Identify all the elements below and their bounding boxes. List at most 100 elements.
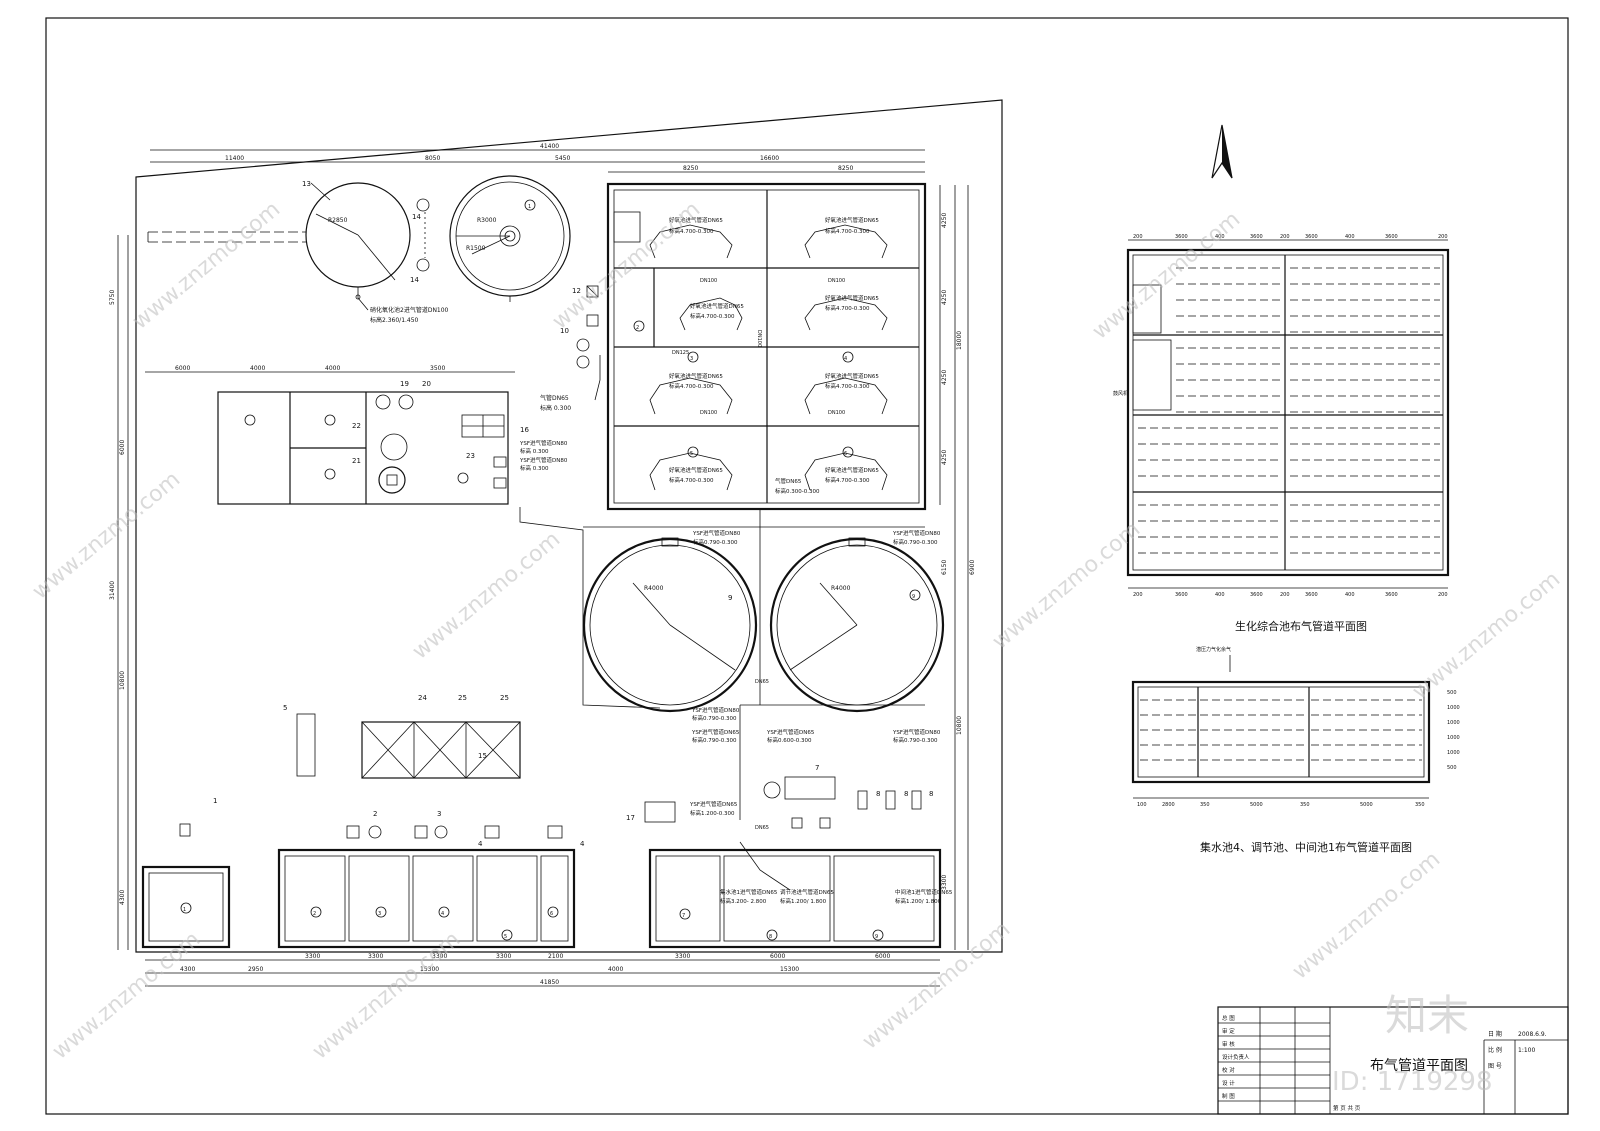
tb-right-3: 图 号: [1488, 1063, 1502, 1070]
circle-c5b: 5: [504, 934, 507, 940]
plan2-rdim: 1000: [1447, 735, 1460, 741]
plan2-rdim: 1000: [1447, 705, 1460, 711]
bio-tank: 2 3 4 5 6 好氧池进气管道DN65 标高4.700-0.300 好氧池进…: [606, 182, 927, 511]
aer-4: 好氧池进气管道DN65: [825, 294, 879, 302]
plan2-rdim: 1000: [1447, 750, 1460, 756]
pipe-ysf2-elev: 标高 0.300: [520, 464, 549, 472]
label-25a: 25: [458, 694, 467, 702]
plan-dim-bot: 3600: [1385, 592, 1398, 598]
ysf-c: YSF进气管道DN80: [691, 706, 740, 714]
dim-mid-4: 3500: [430, 365, 445, 372]
wm-id: ID: 1719298: [1332, 1067, 1493, 1097]
wm-url-2: www.znzmo.com: [28, 467, 185, 605]
aer-2: 好氧池进气管道DN65: [825, 216, 879, 224]
dn100-c: DN100: [700, 410, 717, 416]
circle-c9: 9: [912, 594, 915, 600]
label-7: 7: [815, 764, 819, 772]
radius-r4000b: R4000: [831, 585, 851, 592]
ysf-e: YSF进气管道DN65: [766, 728, 815, 736]
ysf-b: YSF进气管道DN80: [892, 529, 941, 537]
pipe-ysf1: YSF进气管道DN80: [519, 439, 568, 447]
date-value: 2008.6.9.: [1518, 1031, 1547, 1038]
label-10: 10: [560, 327, 569, 335]
dim-right-4: 4250: [941, 450, 948, 465]
tb-right-2: 比 例: [1488, 1046, 1502, 1054]
dim-top-4: 16600: [760, 155, 779, 162]
plan-dim-top: 3600: [1175, 234, 1188, 240]
dim-right-6: 10800: [956, 716, 963, 735]
circle-c1: 1: [528, 204, 531, 210]
ysf-e-elev: 标高0.600-0.300: [767, 736, 812, 744]
dim-right-1: 4250: [941, 213, 948, 228]
plan-dim-top: 400: [1345, 234, 1355, 240]
dim-left-1: 5750: [109, 290, 116, 305]
site-boundary: [135, 99, 1003, 953]
plan-dim-bot: 400: [1345, 592, 1355, 598]
dim-left-3: 10800: [119, 671, 126, 690]
label-17: 17: [626, 814, 635, 822]
radius-r2850: R2850: [328, 217, 348, 224]
pipe-sludge-elev: 标高2.360/1.450: [370, 316, 419, 324]
ysf-tanks: R4000 9 R4000 9 YSF进气管道DN80 标高0.790-0.30…: [519, 507, 945, 831]
plan-dim-top: 200: [1280, 234, 1290, 240]
aer-1-elev: 标高4.700-0.300: [669, 227, 714, 235]
label-16: 16: [520, 426, 529, 434]
sheet-label: 第 页 共 页: [1333, 1104, 1361, 1112]
label-8c: 8: [929, 790, 933, 798]
dim-bot-5: 3300: [432, 953, 447, 960]
dim-right-5: 6150: [941, 560, 948, 575]
plan2-dim: 5000: [1250, 802, 1263, 808]
ysf-f: YSF进气管道DN80: [892, 728, 941, 736]
dim-top-2: 8050: [425, 155, 440, 162]
left-dimensions: 5750 6000 10800 4300 31400: [109, 235, 129, 950]
aer-7: 好氧池进气管道DN65: [669, 466, 723, 474]
dn100-a: DN100: [700, 278, 717, 284]
wm-url-4: www.znzmo.com: [548, 197, 705, 335]
pipe-center-elev: 标高0.300-0.300: [775, 487, 820, 495]
label-15: 15: [478, 752, 487, 760]
dim-mid-2: 4000: [250, 365, 265, 372]
bottom-dimensions: 4300 2950 3300 3300 3300 3300 2100 4000 …: [145, 953, 940, 987]
plan-dim-bot: 400: [1215, 592, 1225, 598]
dim-mid-1: 6000: [175, 365, 190, 372]
blower-label: 鼓风机: [1113, 390, 1128, 397]
dim-bot-11: 6000: [875, 953, 890, 960]
tank-1-elev: 标高3.200- 2.800: [720, 897, 767, 905]
pipe-sludge-label: 硝化氧化池2进气管道DN100: [370, 306, 449, 314]
circle-c3b: 3: [378, 911, 381, 917]
dim-top-3: 5450: [555, 155, 570, 162]
label-1: 1: [213, 797, 217, 805]
plan-dim-top: 200: [1438, 234, 1448, 240]
wm-brand: 知末: [1385, 991, 1469, 1040]
dim-bot-total: 41850: [540, 979, 559, 986]
label-8b: 8: [904, 790, 908, 798]
dim-bot-sub-1: 15300: [420, 966, 439, 973]
tb-right-1: 日 期: [1488, 1030, 1502, 1038]
dim-left-4: 4300: [119, 890, 126, 905]
aer-8-elev: 标高4.700-0.300: [825, 476, 870, 484]
ysf-d-elev: 标高0.790-0.300: [692, 736, 737, 744]
dim-top-total: 41400: [540, 143, 559, 150]
tank-2-elev: 标高1.200/ 1.800: [780, 897, 827, 905]
tb-row-label: 制 图: [1222, 1092, 1235, 1100]
label-4: 4: [478, 840, 483, 848]
tb-row-label: 设计负责人: [1222, 1053, 1250, 1061]
tank-2: 调节池进气管道DN65: [780, 888, 834, 896]
blower-row: 7 8 8 8 17 YSF进气管道DN65 标高1.200-0.300: [626, 764, 933, 829]
aer-4-elev: 标高4.700-0.300: [825, 304, 870, 312]
aer-3: 好氧池进气管道DN65: [690, 302, 744, 310]
label-23: 23: [466, 452, 475, 460]
label-3: 3: [437, 810, 441, 818]
wm-url-6: www.znzmo.com: [1088, 207, 1245, 345]
bottom-tanks: 1 2 3 4 5 6 7 8 9 集水池1进气管道DN65 标高3.200- …: [141, 841, 953, 949]
circle-c7: 7: [682, 913, 685, 919]
top-dimensions: 41400 11400 8050 5450 16600 8250 8250: [150, 143, 925, 173]
label-9: 9: [728, 594, 732, 602]
circle-c9c: 9: [875, 934, 878, 940]
plan-dim-top: 400: [1215, 234, 1225, 240]
